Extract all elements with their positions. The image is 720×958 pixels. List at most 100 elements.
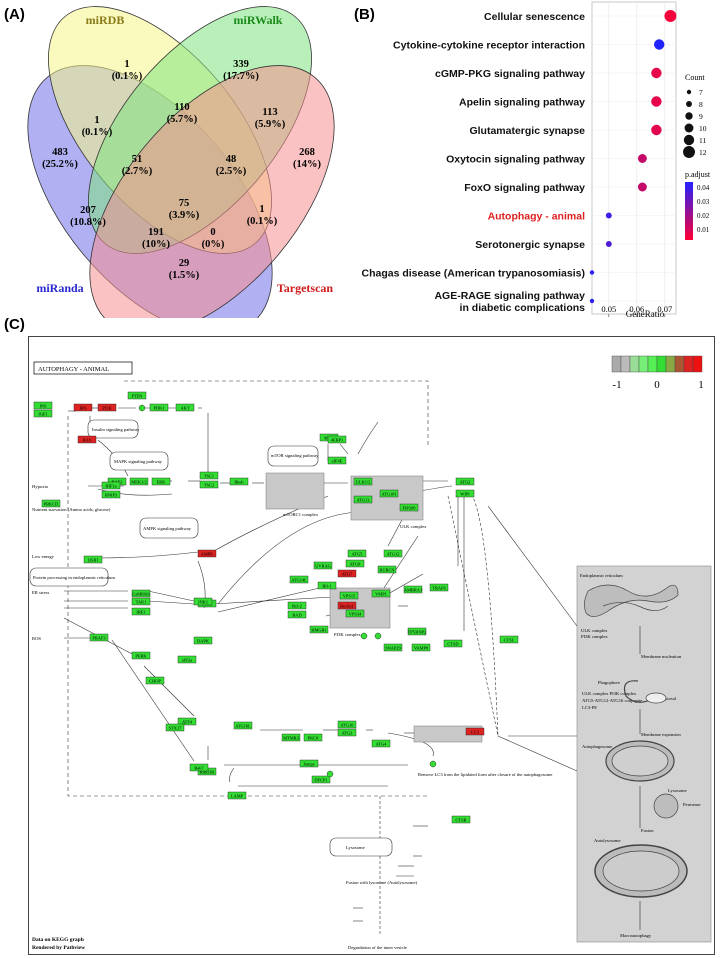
category-label: Cellular senescence: [484, 11, 585, 23]
compound-pi3p: [374, 632, 382, 640]
gene-node-pkc: PKCθ: [303, 733, 323, 742]
gene-node-label: ULK1/2: [356, 479, 371, 484]
gene-node-label: AMBRA1: [404, 587, 422, 592]
gene-node-label: CHOP: [149, 678, 161, 683]
venn-count: 483: [52, 147, 68, 158]
venn-set-label-targetscan: Targetscan: [277, 281, 334, 295]
venn-count: 113: [262, 107, 277, 118]
gene-node-label: ERK: [157, 479, 167, 484]
compound-pip3: [138, 404, 146, 412]
pathway-ref-box: [109, 451, 169, 471]
gene-node-label: VAMP8: [414, 645, 429, 650]
gene-node-label: TAK1: [136, 599, 147, 604]
gene-node-beclin1: Beclin1: [337, 601, 357, 610]
schematic-text: Phagophore: [598, 680, 620, 685]
gene-node-snap29: SNAP29: [383, 643, 403, 652]
gene-node-bif-1: Bif-1: [317, 581, 337, 590]
pathway-ref-label: mTOR signaling pathway: [271, 453, 319, 458]
gene-node-label: PRKCD: [44, 501, 59, 506]
pathway-edge: [419, 485, 453, 492]
count-legend-label: 10: [699, 124, 707, 133]
schematic-text: ULK complex PI3K complex: [582, 691, 637, 696]
gene-node-ulk1-2: ULK1/2: [353, 477, 373, 486]
category-label: Cytokine-cytokine receptor interaction: [393, 40, 585, 52]
schematic-text: Endoplasmic reticulum: [580, 573, 623, 578]
venn-count: 110: [174, 102, 189, 113]
gene-node-label: 4EBP1: [331, 437, 343, 442]
kegg-title-box: [33, 361, 133, 375]
venn-pct: (17.7%): [223, 71, 259, 82]
pathway-edge: [229, 767, 235, 783]
schematic-text: ATG5-ATG12-ATG16 conjugate: [582, 698, 642, 703]
data-point: [605, 212, 612, 219]
schematic-text: ULK complex: [581, 628, 608, 633]
gene-node-ctsd: CTSD: [443, 639, 463, 648]
gene-node-label: UVRAG: [315, 563, 331, 568]
autolysosome-inner: [602, 850, 680, 892]
er-membrane-shape: [602, 602, 669, 611]
count-legend-label: 12: [699, 148, 707, 157]
gene-node-label: ATG5: [352, 551, 364, 556]
count-legend-dot: [684, 123, 694, 133]
gene-node-vps34: VPS34: [345, 609, 365, 618]
scale-tick: 0: [654, 379, 660, 391]
gene-node-label: Jumpy: [303, 761, 316, 766]
pathway-ref-label: Lysosome: [346, 845, 365, 850]
venn-count: 75: [179, 198, 190, 209]
venn-count: 207: [80, 205, 96, 216]
schematic-text: Membrane expansion: [641, 732, 681, 737]
padj-legend-label: 0.04: [697, 184, 710, 192]
padj-legend-label: 0.03: [697, 198, 710, 206]
venn-pct: (3.9%): [169, 210, 200, 221]
complex-label: PI3K complex: [334, 632, 361, 637]
gene-node-label: AMPK: [201, 551, 215, 556]
gene-node-label: PDK1: [154, 405, 165, 410]
pathway-edge: [124, 380, 429, 446]
gene-node-atg14l: ATG14L: [289, 575, 309, 584]
gene-node-label: ATG3: [342, 730, 354, 735]
venn-count: 191: [148, 227, 164, 238]
panel-label-a: (A): [4, 6, 25, 23]
padj-legend-label: 0.01: [697, 226, 710, 234]
venn-count: 51: [132, 154, 143, 165]
gene-node-eif2a: eIF2a: [177, 655, 197, 664]
pathway-edge: [97, 551, 199, 559]
process-label: Remove LC3 from the lipidated form after…: [418, 772, 552, 777]
gene-node-dapk: DAPK: [193, 636, 213, 645]
pathway-ref-box: [29, 567, 109, 587]
count-legend-dot: [683, 134, 695, 146]
gene-node-bad: BAD: [287, 610, 307, 619]
gene-node-tp53inp2: TP53INP2: [408, 627, 427, 636]
gene-node-ire1: IRE1: [131, 607, 151, 616]
gene-node-label: VMP1: [375, 591, 387, 596]
gene-node-vmp1: VMP1: [371, 589, 391, 598]
category-label: AGE-RAGE signaling pathway: [434, 290, 585, 302]
gene-node-label: Rab33B: [200, 769, 214, 774]
gene-node-uvrag: UVRAG: [313, 561, 333, 570]
gene-node-label: TP53INP2: [408, 629, 427, 634]
pathway-edge: [357, 421, 379, 455]
er-membrane-shape: [584, 584, 679, 617]
gene-node-vamp8: VAMP8: [411, 643, 431, 652]
gene-node-tsc2: TSC2: [199, 480, 219, 489]
gene-node-label: DFCP1: [314, 777, 327, 782]
gene-node-ambra1: AMBRA1: [403, 585, 423, 594]
gene-node-label: LC3: [471, 729, 480, 734]
data-point: [589, 298, 595, 304]
gene-node-praf3: PRAF3: [89, 633, 109, 642]
gene-node-atg9: ATG9: [345, 559, 365, 568]
compound-pe: [326, 770, 334, 778]
data-point: [605, 241, 612, 247]
gene-node-perk: PERK: [131, 651, 151, 660]
gene-node-label: ATG7: [342, 571, 354, 576]
venn-pct: (2.7%): [122, 166, 153, 177]
schematic-text: Membrane nucleation: [641, 654, 682, 659]
venn-pct: (0%): [202, 239, 225, 250]
gene-node-atg3: ATG3: [337, 728, 357, 737]
gene-node-label: IRE1: [136, 609, 145, 614]
gene-node-hif1a: HIF1a: [101, 481, 121, 490]
gene-node-atg7: ATG7: [337, 569, 357, 578]
pathway-edge: [387, 732, 434, 757]
gene-node-akt: AKT: [175, 403, 195, 412]
